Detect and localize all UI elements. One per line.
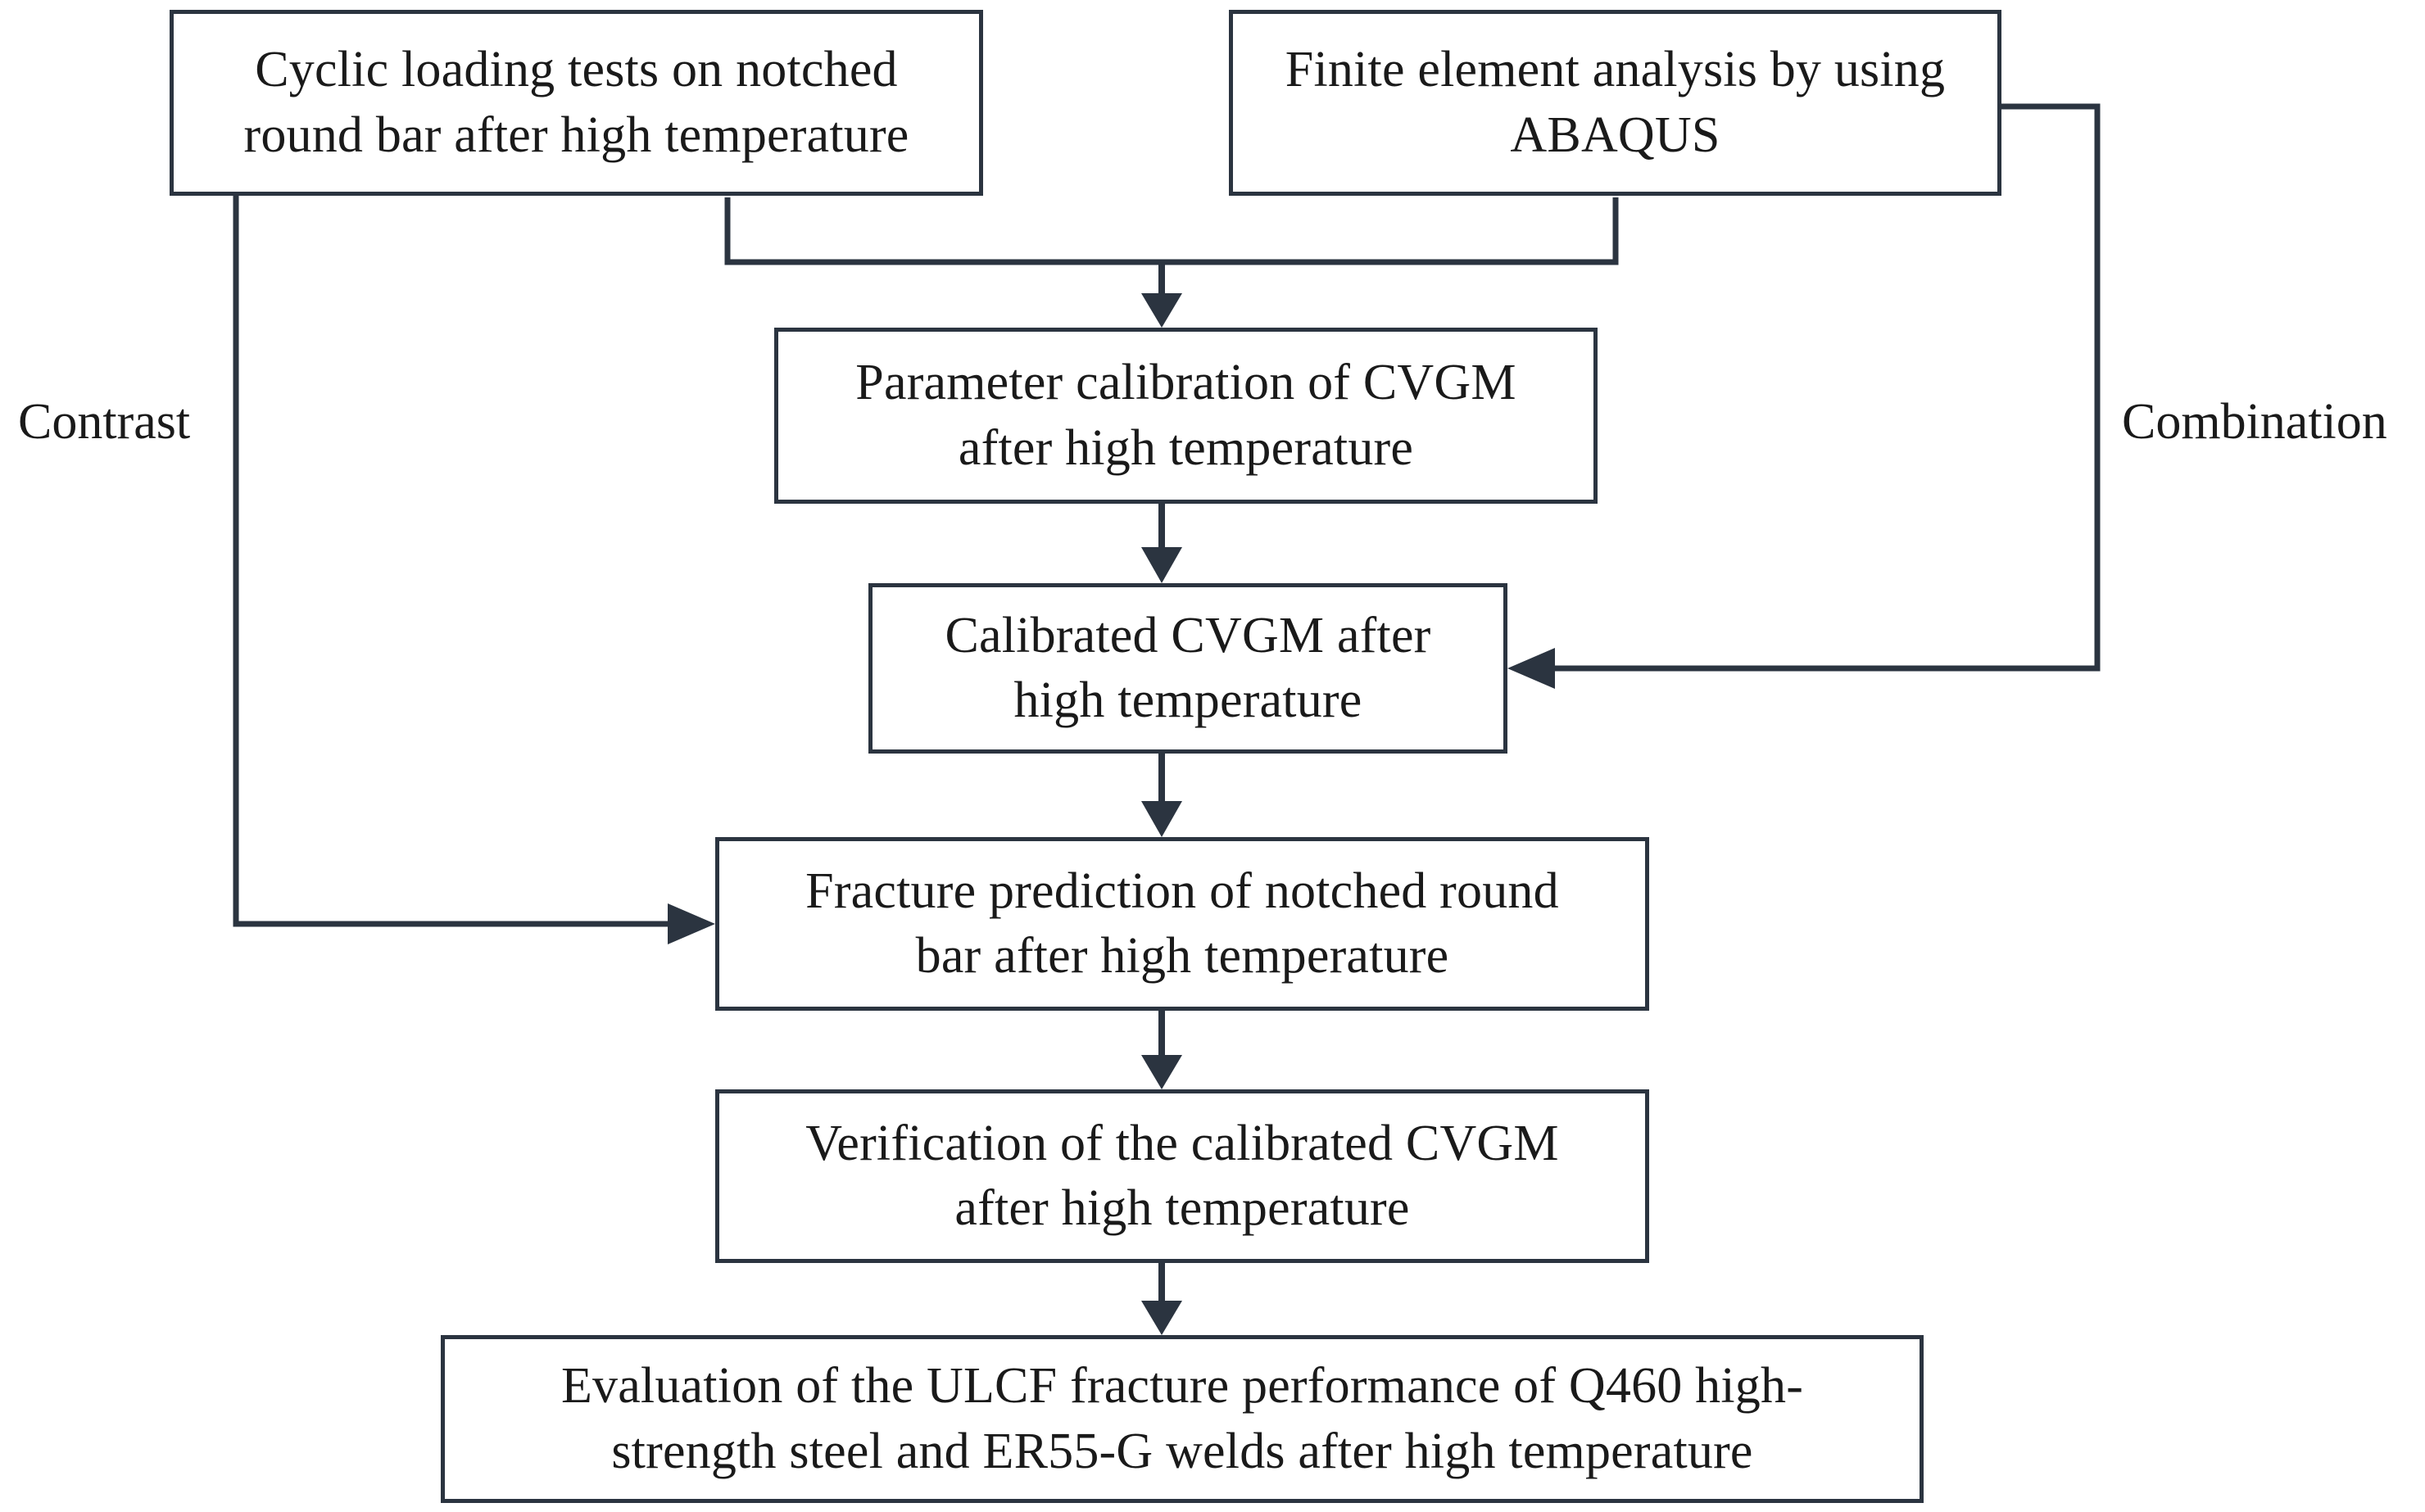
- node-label: Cyclic loading tests on notched round ba…: [188, 38, 964, 168]
- node-label: Evaluation of the ULCF fracture performa…: [460, 1354, 1905, 1484]
- connector-parameter-calibration-to-calibrated-cvgm: [1141, 504, 1182, 583]
- node-line-1: Fracture prediction of notched round: [805, 862, 1559, 919]
- node-label: Parameter calibration of CVGM after high…: [793, 351, 1579, 481]
- connector-calibrated-cvgm-to-fracture-prediction: [1141, 754, 1182, 837]
- combination-label: Combination: [2122, 394, 2387, 450]
- node-calibrated-cvgm[interactable]: Calibrated CVGM after high temperature: [868, 583, 1507, 754]
- node-evaluation-ulcf[interactable]: Evaluation of the ULCF fracture performa…: [441, 1335, 1924, 1503]
- node-line-2: ABAQUS: [1510, 106, 1720, 163]
- node-label: Calibrated CVGM after high temperature: [887, 604, 1489, 734]
- connector-fracture-prediction-to-verification: [1141, 1011, 1182, 1089]
- node-label: Finite element analysis by using ABAQUS: [1248, 38, 1983, 168]
- connector-verification-to-evaluation: [1141, 1263, 1182, 1335]
- node-line-1: Calibrated CVGM after: [945, 607, 1431, 663]
- node-line-1: Verification of the calibrated CVGM: [805, 1115, 1559, 1171]
- node-line-2: high temperature: [1013, 672, 1362, 728]
- node-line-1: Evaluation of the ULCF fracture performa…: [560, 1358, 1804, 1415]
- node-line-1: Cyclic loading tests on notched: [255, 42, 898, 98]
- node-line-2: bar after high temperature: [915, 928, 1449, 984]
- node-fracture-prediction[interactable]: Fracture prediction of notched round bar…: [715, 837, 1649, 1011]
- node-line-2: strength steel and ER55-G welds after hi…: [611, 1423, 1753, 1479]
- node-line-1: Parameter calibration of CVGM: [855, 355, 1516, 411]
- node-line-2: after high temperature: [958, 419, 1414, 476]
- node-label: Verification of the calibrated CVGM afte…: [734, 1111, 1630, 1242]
- node-line-1: Finite element analysis by using: [1285, 42, 1946, 98]
- node-line-2: round bar after high temperature: [243, 106, 909, 163]
- connector-combination-branch-to-calibrated-cvgm: [1507, 103, 2101, 689]
- node-verification-calibrated-cvgm[interactable]: Verification of the calibrated CVGM afte…: [715, 1089, 1649, 1263]
- connector-merge-into-parameter-calibration: [724, 197, 1619, 328]
- node-cyclic-loading-tests[interactable]: Cyclic loading tests on notched round ba…: [170, 10, 983, 196]
- connector-contrast-branch-to-fracture-prediction: [170, 103, 715, 944]
- node-line-2: after high temperature: [954, 1180, 1410, 1236]
- node-parameter-calibration[interactable]: Parameter calibration of CVGM after high…: [774, 328, 1598, 504]
- node-label: Fracture prediction of notched round bar…: [734, 859, 1630, 989]
- node-finite-element-analysis[interactable]: Finite element analysis by using ABAQUS: [1229, 10, 2001, 196]
- contrast-label: Contrast: [18, 394, 191, 450]
